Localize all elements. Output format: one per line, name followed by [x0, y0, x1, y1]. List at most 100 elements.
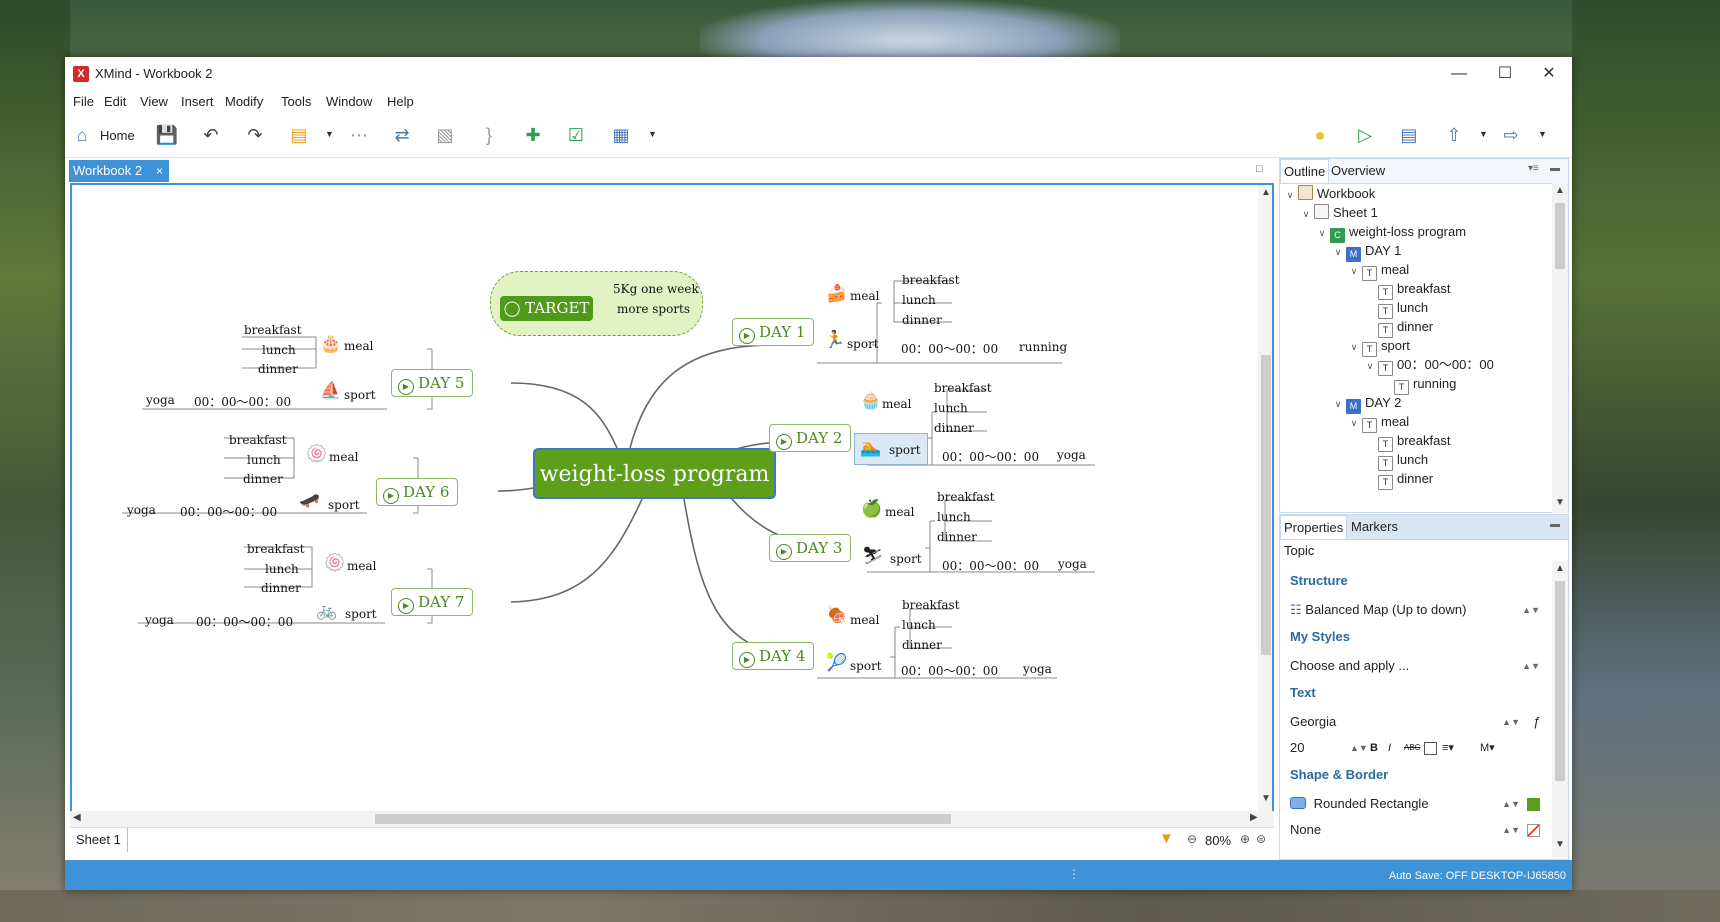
- border-color-swatch[interactable]: [1527, 824, 1540, 837]
- day4-activity[interactable]: yoga: [1023, 662, 1052, 676]
- day2-breakfast[interactable]: breakfast: [934, 381, 992, 395]
- day5-activity[interactable]: yoga: [146, 393, 175, 407]
- day2-activity[interactable]: yoga: [1057, 448, 1086, 462]
- zoom-out-icon[interactable]: ⊖: [1187, 832, 1198, 846]
- day4-topic[interactable]: ▶DAY 4: [732, 642, 815, 670]
- day7-activity[interactable]: yoga: [145, 613, 174, 627]
- day3-sport[interactable]: sport: [890, 552, 922, 566]
- day5-lunch[interactable]: lunch: [262, 343, 296, 357]
- day1-breakfast[interactable]: breakfast: [902, 273, 960, 287]
- menu-file[interactable]: File: [73, 94, 94, 109]
- day5-dinner[interactable]: dinner: [258, 362, 298, 376]
- outline-menu-icon[interactable]: ▾≡: [1528, 163, 1539, 174]
- day2-sport[interactable]: sport: [889, 443, 921, 457]
- tab-close-icon[interactable]: ×: [155, 164, 163, 178]
- redo-icon[interactable]: ↷: [247, 124, 263, 145]
- day2-time[interactable]: 00：00～00：00: [942, 450, 1040, 464]
- central-topic[interactable]: weight-loss program: [533, 448, 776, 499]
- outline-scroll-thumb[interactable]: [1555, 203, 1565, 269]
- day4-time[interactable]: 00：00～00：00: [901, 664, 999, 678]
- summary-icon[interactable]: }: [485, 124, 492, 145]
- outline-row[interactable]: ∨Workbook: [1280, 184, 1552, 204]
- zoom-fit-icon[interactable]: ⊜: [1256, 832, 1267, 846]
- topic-dropdown-icon[interactable]: ▼: [325, 129, 334, 139]
- properties-minimize-icon[interactable]: ▬: [1550, 519, 1560, 530]
- day7-dinner[interactable]: dinner: [261, 581, 301, 595]
- tab-outline[interactable]: Outline: [1280, 159, 1330, 183]
- subtopic-icon[interactable]: ⋯: [350, 124, 368, 145]
- tab-workbook-2[interactable]: Workbook 2 ×: [69, 160, 169, 182]
- day3-lunch[interactable]: lunch: [937, 510, 971, 524]
- minimize-button[interactable]: —: [1451, 65, 1467, 82]
- day3-breakfast[interactable]: breakfast: [937, 490, 995, 504]
- image-dropdown-icon[interactable]: ▼: [648, 129, 657, 139]
- outline-scrollbar[interactable]: ▲ ▼: [1552, 183, 1568, 513]
- scroll-down-icon[interactable]: ▼: [1555, 497, 1565, 508]
- day1-lunch[interactable]: lunch: [902, 293, 936, 307]
- tab-properties[interactable]: Properties: [1280, 515, 1348, 539]
- text-color-icon[interactable]: [1424, 742, 1437, 755]
- sheet-tab-1[interactable]: Sheet 1: [70, 828, 128, 852]
- day6-meal[interactable]: meal: [329, 450, 359, 464]
- font-size-input[interactable]: 20: [1290, 740, 1305, 755]
- day1-activity[interactable]: running: [1019, 340, 1068, 354]
- image-icon[interactable]: ▦: [612, 124, 630, 145]
- menu-insert[interactable]: Insert: [181, 94, 214, 109]
- scroll-down-icon[interactable]: ▼: [1555, 839, 1565, 850]
- boundary-icon[interactable]: ▧: [436, 124, 454, 145]
- border-select[interactable]: None ▲▼: [1290, 819, 1540, 841]
- day2-meal[interactable]: meal: [882, 397, 912, 411]
- share-icon[interactable]: ⇧: [1446, 124, 1462, 145]
- day7-breakfast[interactable]: breakfast: [247, 542, 305, 556]
- day6-time[interactable]: 00：00～00：00: [180, 505, 278, 519]
- day4-dinner[interactable]: dinner: [902, 638, 942, 652]
- day2-lunch[interactable]: lunch: [934, 401, 968, 415]
- scroll-down-icon[interactable]: ▼: [1261, 793, 1271, 804]
- day6-activity[interactable]: yoga: [127, 503, 156, 517]
- topic-icon[interactable]: ▤: [290, 124, 308, 145]
- day4-sport[interactable]: sport: [850, 659, 882, 673]
- day5-sport[interactable]: sport: [344, 388, 376, 402]
- day2-topic[interactable]: ▶DAY 2: [769, 424, 852, 452]
- day3-time[interactable]: 00：00～00：00: [942, 559, 1040, 573]
- fill-color-swatch[interactable]: [1527, 798, 1540, 811]
- export-icon[interactable]: ⇨: [1503, 124, 1519, 145]
- export-dropdown-icon[interactable]: ▼: [1538, 129, 1547, 139]
- italic-button[interactable]: I: [1388, 742, 1392, 754]
- layout-icon[interactable]: ▤: [1400, 124, 1418, 145]
- day1-dinner[interactable]: dinner: [902, 313, 942, 327]
- presentation-icon[interactable]: ▷: [1358, 124, 1372, 145]
- close-button[interactable]: ✕: [1542, 65, 1556, 82]
- strikethrough-button[interactable]: ABC: [1404, 743, 1421, 752]
- day5-time[interactable]: 00：00～00：00: [194, 395, 292, 409]
- undo-icon[interactable]: ↶: [203, 124, 219, 145]
- task-icon[interactable]: ☑: [567, 124, 585, 145]
- menu-tools[interactable]: Tools: [281, 94, 312, 109]
- day1-meal[interactable]: meal: [850, 289, 880, 303]
- tab-overview[interactable]: Overview: [1331, 163, 1386, 178]
- day5-topic[interactable]: ▶DAY 5: [391, 369, 474, 397]
- lightbulb-icon[interactable]: ●: [1314, 124, 1326, 145]
- horizontal-scroll-thumb[interactable]: [375, 814, 951, 824]
- outline-minimize-icon[interactable]: ▬: [1550, 163, 1560, 174]
- day6-breakfast[interactable]: breakfast: [229, 433, 287, 447]
- menu-modify[interactable]: Modify: [225, 94, 264, 109]
- callout-icon[interactable]: ✚: [525, 124, 541, 145]
- day3-meal[interactable]: meal: [885, 505, 915, 519]
- day7-topic[interactable]: ▶DAY 7: [391, 588, 474, 616]
- mystyles-select[interactable]: Choose and apply ... ▲▼: [1290, 655, 1540, 677]
- menu-help[interactable]: Help: [387, 94, 414, 109]
- zoom-in-icon[interactable]: ⊕: [1240, 832, 1251, 846]
- day2-sport-selected[interactable]: [854, 433, 928, 465]
- day6-sport[interactable]: sport: [328, 498, 360, 512]
- relationship-icon[interactable]: ⇄: [394, 124, 410, 145]
- scroll-left-icon[interactable]: ◀: [73, 812, 81, 823]
